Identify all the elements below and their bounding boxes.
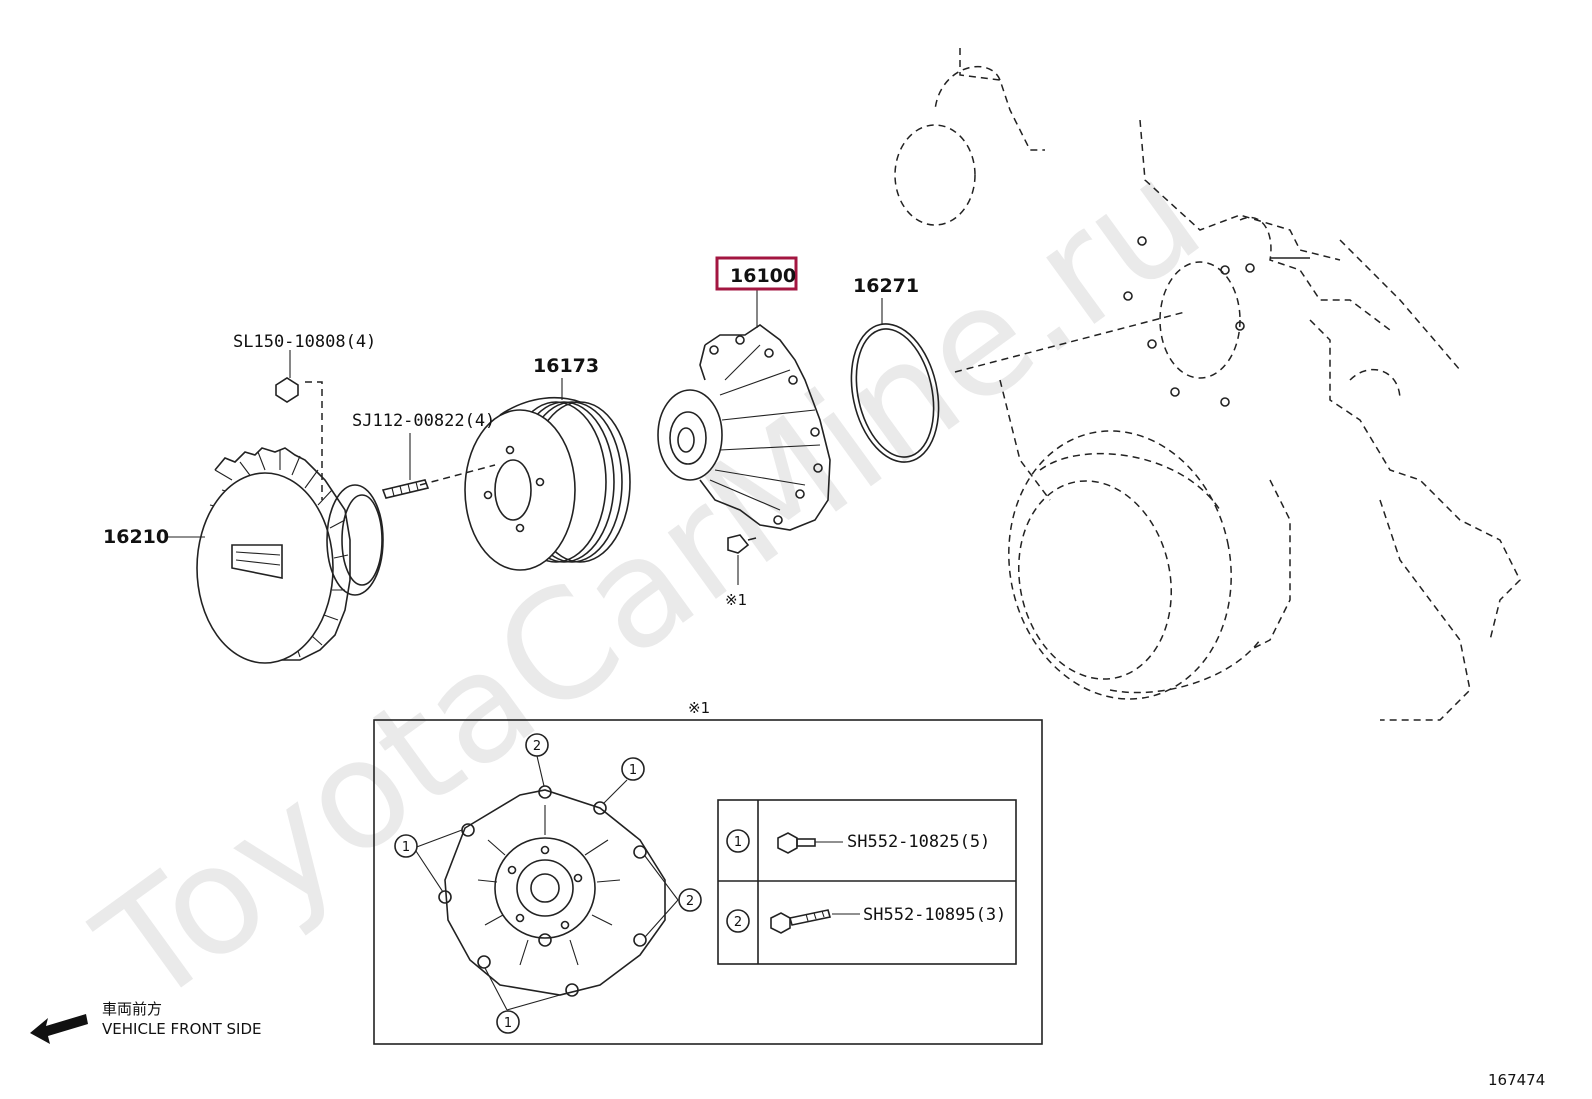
front-side-jp: 車両前方 [102,1000,162,1018]
nut-sl150[interactable]: SL150-10808(4) [233,332,376,500]
svg-text:1: 1 [629,763,637,778]
bolt-row-2[interactable]: 2 SH552-10895(3) [726,905,1006,934]
detail-box-title: ※1 [688,699,710,717]
pulley-16173[interactable]: 16173 [419,355,631,571]
bolt-1-code[interactable]: SH552-10825(5) [847,832,990,852]
svg-text:1: 1 [734,835,742,850]
svg-text:1: 1 [402,840,410,855]
pulley-label[interactable]: 16173 [533,355,599,377]
water-pump-label[interactable]: 16100 [730,265,796,287]
gasket-16271[interactable]: 16271 [839,275,950,470]
stud-sj112[interactable]: SJ112-00822(4) [352,411,495,499]
callout-2-top: 2 [525,733,549,757]
front-side-en: VEHICLE FRONT SIDE [102,1020,262,1038]
fan-clutch-16210[interactable]: 16210 [103,447,384,664]
vehicle-front-indicator: 車両前方 VEHICLE FRONT SIDE [30,1000,262,1044]
pump-bolt[interactable]: ※1 [725,534,757,609]
callout-1-bottom: 1 [496,1010,520,1034]
bolt-2-code[interactable]: SH552-10895(3) [863,905,1006,925]
callout-1-top: 1 [621,757,645,781]
callout-2-right: 2 [678,888,702,912]
arrow-left-icon [30,1014,88,1044]
callout-1-left: 1 [394,834,418,858]
bolt-row-1[interactable]: 1 SH552-10825(5) [726,829,990,854]
svg-text:1: 1 [504,1016,512,1031]
figure-number: 167474 [1488,1071,1545,1089]
stud-label[interactable]: SJ112-00822(4) [352,411,495,431]
engine-block [894,48,1521,721]
water-pump-16100[interactable]: 16100 [657,256,831,531]
highlight-box [715,256,798,291]
pump-bolt-note: ※1 [725,591,747,609]
fan-clutch-label[interactable]: 16210 [103,526,169,548]
gasket-label[interactable]: 16271 [853,275,919,297]
nut-label[interactable]: SL150-10808(4) [233,332,376,352]
detail-box: ※1 [373,699,1043,1045]
svg-text:2: 2 [533,739,541,754]
callout-leaders [413,755,679,1011]
svg-text:2: 2 [686,894,694,909]
svg-text:2: 2 [734,915,742,930]
bolt-table: 1 SH552-10825(5) 2 SH552-10895(3) [717,799,1017,965]
pump-front-view [438,785,666,997]
